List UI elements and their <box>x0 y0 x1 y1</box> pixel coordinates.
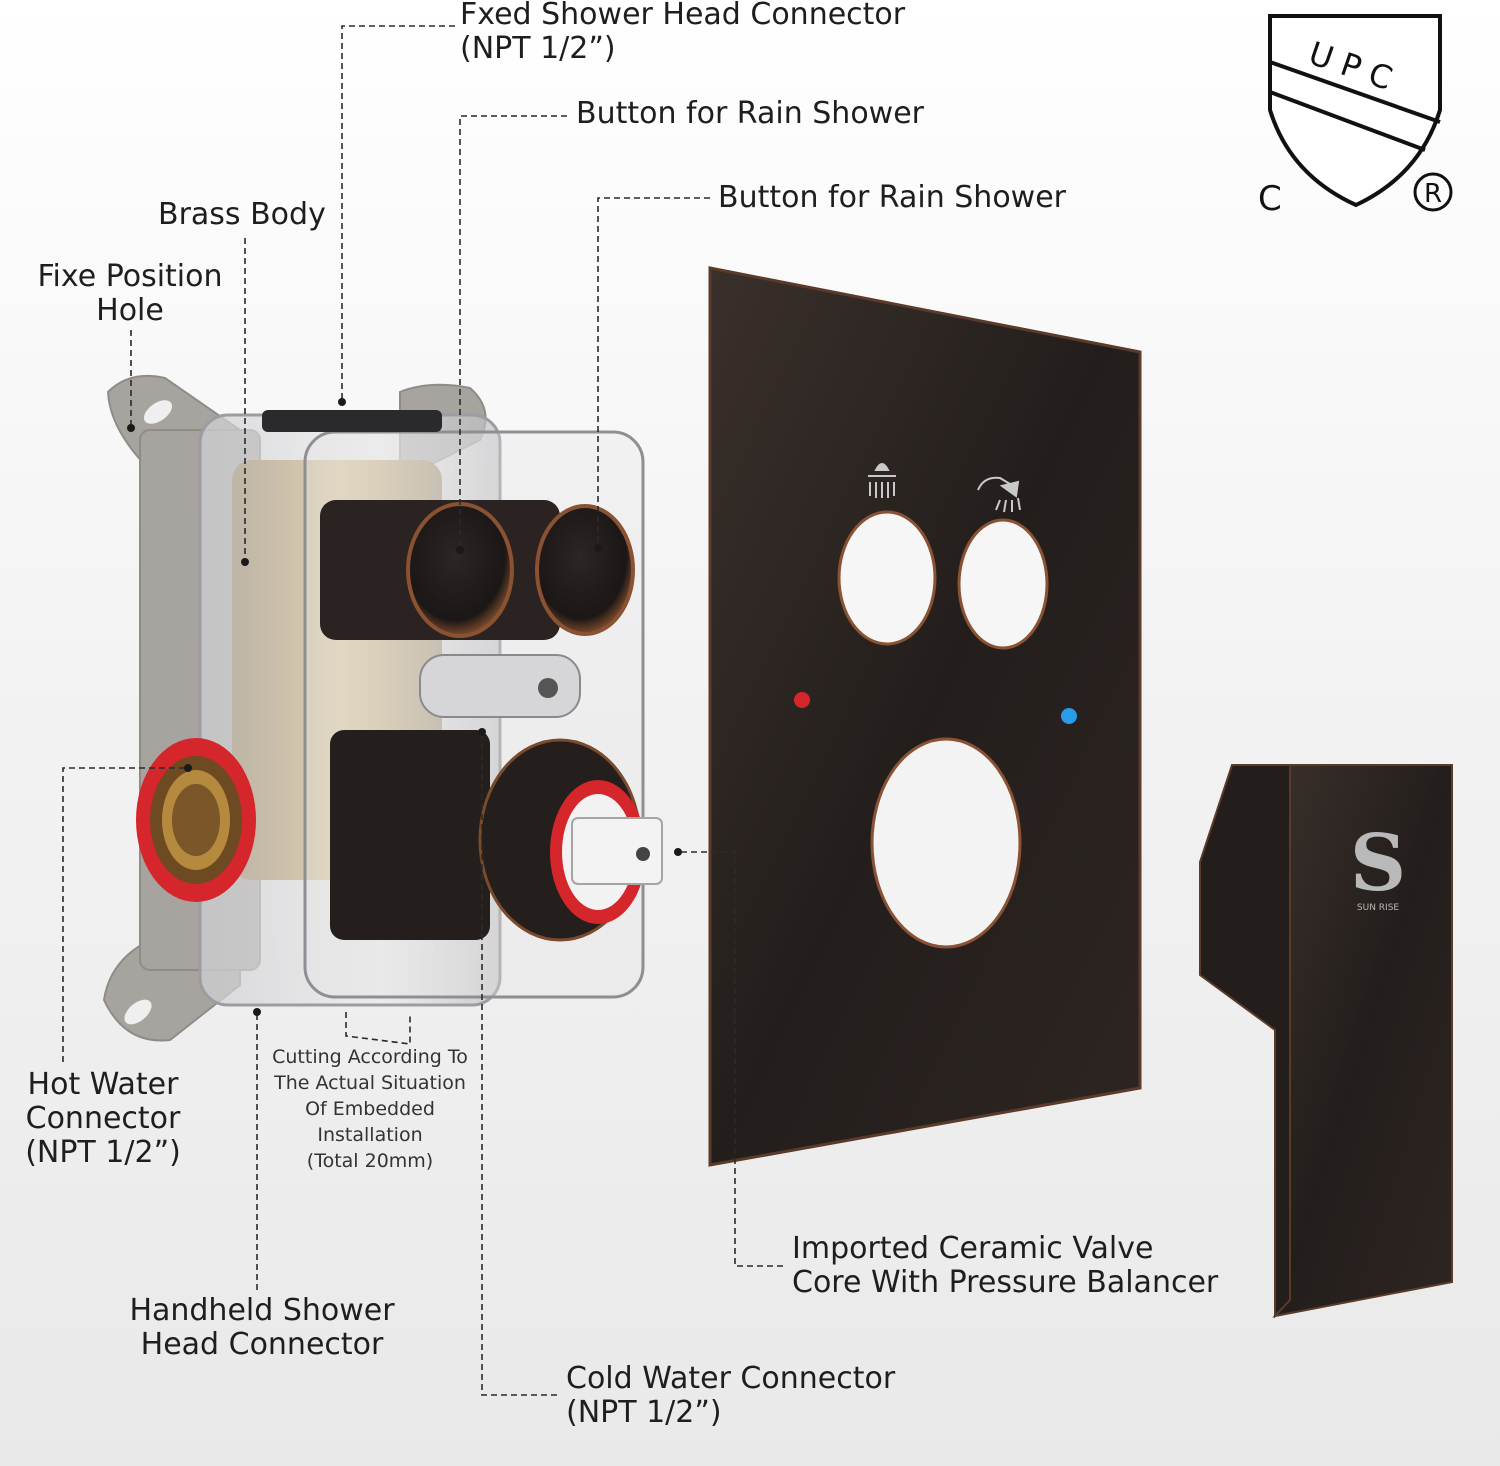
registered-icon <box>1413 172 1453 212</box>
brand-name: SUN RISE <box>1357 903 1400 913</box>
label-fixed-shower-head-connector: Fxed Shower Head Connector (NPT 1/2”) <box>460 0 906 66</box>
valve-body <box>102 374 663 1042</box>
trim-plate <box>708 266 1142 1167</box>
valve-hole <box>870 737 1022 949</box>
handheld-shower-icon <box>977 476 1021 513</box>
leader-lines <box>62 25 783 1396</box>
upc-r-letter: R <box>1424 179 1442 209</box>
label-brass-body: Brass Body <box>158 197 326 232</box>
fixe-position-hole <box>143 400 173 424</box>
hot-indicator-dot <box>794 692 810 708</box>
rain-shower-icon <box>868 463 896 498</box>
label-button-rain-shower-2: Button for Rain Shower <box>718 180 1067 215</box>
upc-certification-mark: U P C C R <box>1258 14 1453 219</box>
label-ceramic-valve-core: Imported Ceramic Valve Core With Pressur… <box>792 1231 1219 1300</box>
label-button-rain-shower-1: Button for Rain Shower <box>576 96 925 131</box>
label-cold-water-connector: Cold Water Connector (NPT 1/2”) <box>566 1361 896 1430</box>
upc-c-letter: C <box>1258 179 1282 219</box>
sunrise-logo-icon: S SUN RISE <box>1350 818 1406 913</box>
label-fixe-position-hole: Fixe Position Hole <box>37 259 223 328</box>
ceramic-valve-cartridge <box>478 738 663 942</box>
label-hot-water-connector: Hot Water Connector (NPT 1/2”) <box>25 1067 181 1170</box>
button-hole-1 <box>837 510 937 646</box>
button-hole-2 <box>957 518 1049 650</box>
rain-shower-button-2 <box>535 504 635 636</box>
label-cutting-note: Cutting According To The Actual Situatio… <box>272 1046 468 1172</box>
brand-logo-letter: S <box>1350 818 1406 909</box>
cold-indicator-dot <box>1061 708 1077 724</box>
lever-handle: S SUN RISE <box>1199 764 1453 1319</box>
label-handheld-shower-head-connector: Handheld Shower Head Connector <box>129 1293 395 1362</box>
hot-water-inlet <box>136 738 256 902</box>
